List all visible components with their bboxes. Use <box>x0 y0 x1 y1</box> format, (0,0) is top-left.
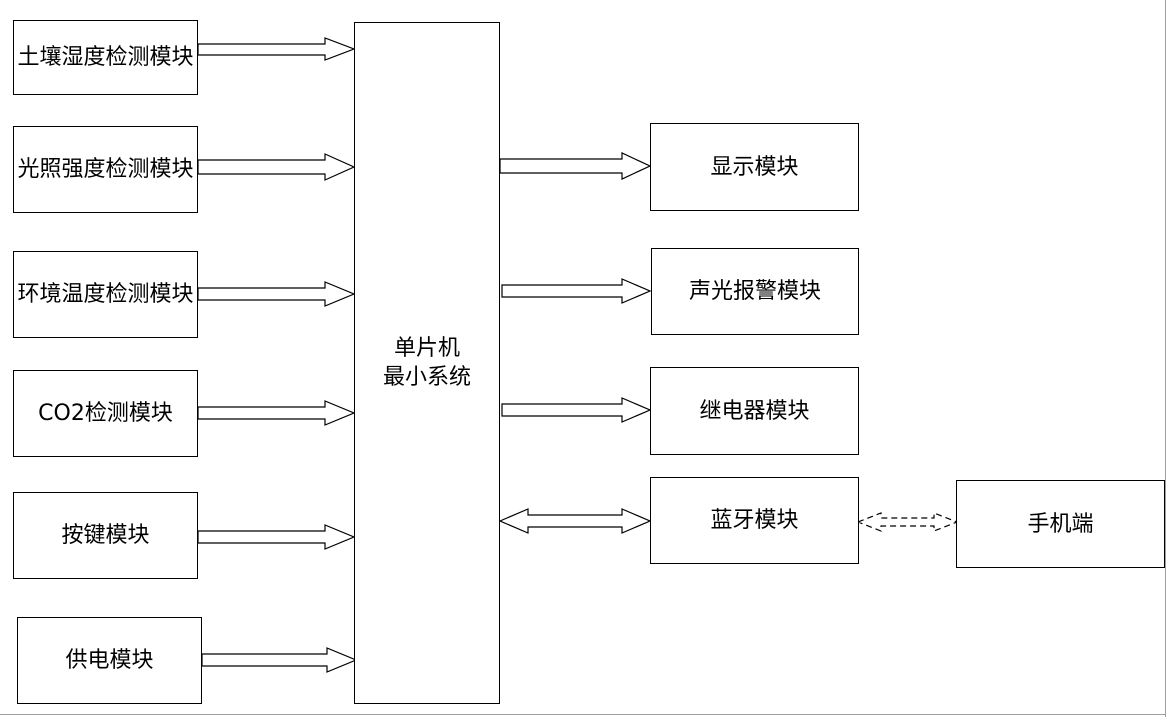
mcu-minimum-system: 单片机 最小系统 <box>354 22 500 704</box>
arrow-wireless-link <box>856 512 959 532</box>
bluetooth-label: 蓝牙模块 <box>710 508 799 533</box>
relay-label: 继电器模块 <box>699 398 810 424</box>
phone-terminal: 手机端 <box>956 480 1165 568</box>
soil-humidity-module: 土壤湿度检测模块 <box>13 20 198 95</box>
keys-module: 按键模块 <box>13 492 198 579</box>
env-temperature-module: 环境温度检测模块 <box>13 251 198 338</box>
power-label: 供电模块 <box>65 648 154 673</box>
light-intensity-module: 光照强度检测模块 <box>13 126 198 213</box>
frame-right-edge <box>1165 0 1166 717</box>
mcu-label-line1: 单片机 <box>393 336 460 361</box>
arrow-co2 <box>197 400 356 426</box>
arrow-bluetooth <box>498 508 652 534</box>
frame-bottom-edge <box>0 714 1166 715</box>
arrow-keys <box>197 524 356 550</box>
alarm-module: 声光报警模块 <box>651 248 859 335</box>
arrow-soil-humidity <box>197 37 356 61</box>
arrow-relay <box>501 397 652 423</box>
mcu-label-line2: 最小系统 <box>382 365 471 390</box>
co2-module: CO2检测模块 <box>13 370 198 457</box>
env-temperature-label: 环境温度检测模块 <box>17 282 194 307</box>
phone-label: 手机端 <box>1027 511 1094 537</box>
bluetooth-module: 蓝牙模块 <box>650 477 859 564</box>
arrow-env-temperature <box>197 281 356 307</box>
display-label: 显示模块 <box>710 154 799 180</box>
keys-label: 按键模块 <box>61 523 150 548</box>
display-module: 显示模块 <box>650 123 859 211</box>
arrow-power <box>201 647 358 673</box>
light-intensity-label: 光照强度检测模块 <box>17 157 194 182</box>
soil-humidity-label: 土壤湿度检测模块 <box>17 45 194 70</box>
power-module: 供电模块 <box>17 617 202 704</box>
alarm-label: 声光报警模块 <box>688 279 821 304</box>
relay-module: 继电器模块 <box>650 367 859 455</box>
co2-label: CO2检测模块 <box>38 401 173 426</box>
arrow-alarm <box>501 278 652 304</box>
arrow-display <box>499 152 652 180</box>
arrow-light-intensity <box>197 153 356 181</box>
